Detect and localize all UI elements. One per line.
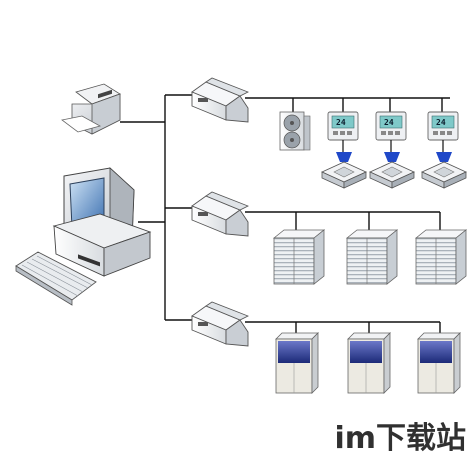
- thermostat-reading: 24: [436, 118, 446, 127]
- vrf-outdoor-unit-icon: [347, 332, 391, 394]
- thermostat-reading: 24: [336, 118, 346, 127]
- computer-icon: [52, 167, 152, 277]
- modular-chiller-icon: [272, 229, 326, 285]
- wiring: [120, 94, 450, 335]
- modular-chiller-icon: [414, 229, 468, 285]
- modular-chiller-icon: [345, 229, 399, 285]
- ceiling-cassette-icon: [421, 152, 467, 189]
- split-outdoor-unit-icon: [279, 111, 311, 151]
- wall-thermostat-icon: 24: [327, 111, 359, 141]
- network-gateway-icon: [191, 77, 249, 123]
- ceiling-cassette-icon: [369, 152, 415, 189]
- vrf-outdoor-unit-icon: [275, 332, 319, 394]
- printer-icon: [61, 83, 121, 135]
- wall-thermostat-icon: 24: [375, 111, 407, 141]
- keyboard-icon: [15, 251, 97, 306]
- vrf-outdoor-unit-icon: [417, 332, 461, 394]
- watermark: im下载站: [334, 421, 466, 456]
- network-gateway-icon: [191, 301, 249, 347]
- ceiling-cassette-icon: [321, 152, 367, 189]
- network-gateway-icon: [191, 191, 249, 237]
- thermostat-reading: 24: [384, 118, 394, 127]
- wall-thermostat-icon: 24: [427, 111, 459, 141]
- cassette-links: [342, 140, 444, 152]
